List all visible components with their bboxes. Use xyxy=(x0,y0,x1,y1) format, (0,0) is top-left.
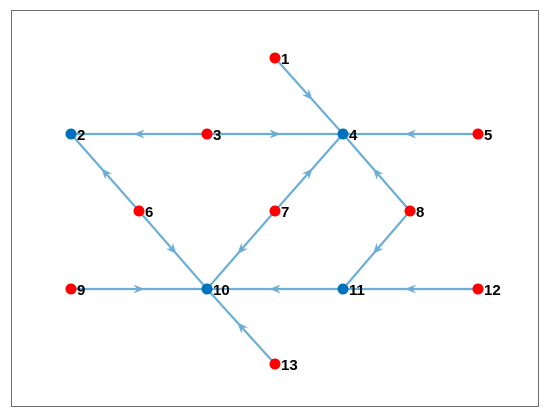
edge-arrow-3-to-4 xyxy=(269,129,281,139)
node-5 xyxy=(472,128,484,140)
node-label-3: 3 xyxy=(213,127,221,144)
node-label-4: 4 xyxy=(349,127,358,144)
node-label-5: 5 xyxy=(484,127,492,144)
edge-arrow-7-to-10 xyxy=(237,242,249,255)
node-9 xyxy=(65,283,77,295)
arrowheads-layer xyxy=(101,88,416,334)
node-label-10: 10 xyxy=(213,282,230,299)
node-label-8: 8 xyxy=(416,204,424,221)
node-3 xyxy=(201,128,213,140)
node-label-7: 7 xyxy=(281,204,289,221)
node-label-9: 9 xyxy=(77,282,85,299)
edge-arrow-12-to-11 xyxy=(405,284,416,294)
edge-arrow-8-to-11 xyxy=(372,242,384,255)
edge-arrow-5-to-4 xyxy=(405,129,416,139)
node-13 xyxy=(269,358,281,370)
edge-arrow-6-to-10 xyxy=(165,242,177,255)
edge-arrow-11-to-10 xyxy=(269,284,281,294)
edge-arrow-13-to-10 xyxy=(237,322,249,334)
edge-arrow-7-to-4 xyxy=(301,168,313,180)
node-label-1: 1 xyxy=(281,51,289,68)
edge-arrow-3-to-2 xyxy=(133,129,145,139)
edge-arrow-8-to-4 xyxy=(372,168,384,180)
node-label-6: 6 xyxy=(145,204,153,221)
node-2 xyxy=(65,128,77,140)
node-label-13: 13 xyxy=(281,357,298,374)
node-1 xyxy=(269,52,281,64)
node-label-11: 11 xyxy=(349,282,365,299)
node-12 xyxy=(472,283,484,295)
node-label-12: 12 xyxy=(484,282,501,299)
nodes-layer xyxy=(65,52,484,370)
edge-arrow-1-to-4 xyxy=(301,88,313,101)
node-7 xyxy=(269,205,281,217)
node-6 xyxy=(133,205,145,217)
node-11 xyxy=(337,283,349,295)
edge-arrow-6-to-2 xyxy=(101,168,113,180)
node-label-2: 2 xyxy=(77,127,85,144)
node-8 xyxy=(404,205,416,217)
edge-arrow-9-to-10 xyxy=(133,284,145,294)
node-4 xyxy=(337,128,349,140)
node-10 xyxy=(201,283,213,295)
